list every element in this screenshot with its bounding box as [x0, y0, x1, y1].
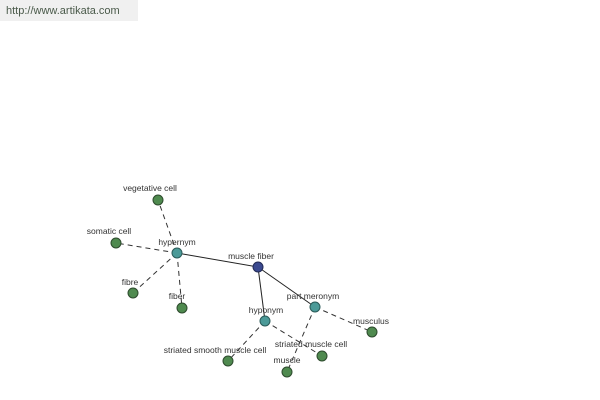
node-hypernym[interactable] [171, 247, 183, 259]
edge-hyponym-to-striated-smooth-muscle-cell [227, 320, 266, 362]
node-muscle[interactable] [281, 366, 293, 378]
edge-muscle-fiber-to-hyponym [257, 266, 266, 322]
node-somatic-cell[interactable] [110, 237, 122, 249]
edge-part-meronym-to-muscle [286, 306, 316, 373]
node-label-muscle-fiber[interactable]: muscle fiber [228, 251, 274, 261]
node-label-fibre[interactable]: fibre [122, 277, 139, 287]
node-label-part-meronym[interactable]: part meronym [287, 291, 339, 301]
node-fiber[interactable] [176, 302, 188, 314]
edge-hypernym-to-fiber [176, 252, 183, 309]
node-vegetative-cell[interactable] [152, 194, 164, 206]
edge-hypernym-to-somatic-cell [115, 242, 178, 254]
node-label-musculus[interactable]: musculus [353, 316, 389, 326]
node-label-striated-muscle-cell[interactable]: striated muscle cell [275, 339, 347, 349]
node-label-somatic-cell[interactable]: somatic cell [87, 226, 132, 236]
node-label-striated-smooth-muscle-cell[interactable]: striated smooth muscle cell [164, 345, 267, 355]
node-label-fiber[interactable]: fiber [169, 291, 186, 301]
source-url-link[interactable]: http://www.artikata.com [6, 4, 120, 17]
node-musculus[interactable] [366, 326, 378, 338]
node-label-hyponym[interactable]: hyponym [249, 305, 284, 315]
edge-muscle-fiber-to-part-meronym [257, 266, 316, 308]
graph-nodes [110, 194, 378, 378]
graph-edges [115, 199, 373, 373]
edge-hypernym-to-vegetative-cell [157, 199, 178, 254]
node-label-hypernym[interactable]: hypernym [158, 237, 195, 247]
node-hyponym[interactable] [259, 315, 271, 327]
node-label-vegetative-cell[interactable]: vegetative cell [123, 183, 177, 193]
url-bar: http://www.artikata.com [0, 0, 138, 21]
node-part-meronym[interactable] [309, 301, 321, 313]
edge-hypernym-to-fibre [132, 252, 178, 294]
edge-part-meronym-to-musculus [314, 306, 373, 333]
node-fibre[interactable] [127, 287, 139, 299]
node-striated-muscle-cell[interactable] [316, 350, 328, 362]
node-muscle-fiber[interactable] [252, 261, 264, 273]
node-striated-smooth-muscle-cell[interactable] [222, 355, 234, 367]
edge-muscle-fiber-to-hypernym [176, 252, 259, 268]
node-label-muscle[interactable]: muscle [274, 355, 301, 365]
edge-hyponym-to-striated-muscle-cell [264, 320, 323, 357]
